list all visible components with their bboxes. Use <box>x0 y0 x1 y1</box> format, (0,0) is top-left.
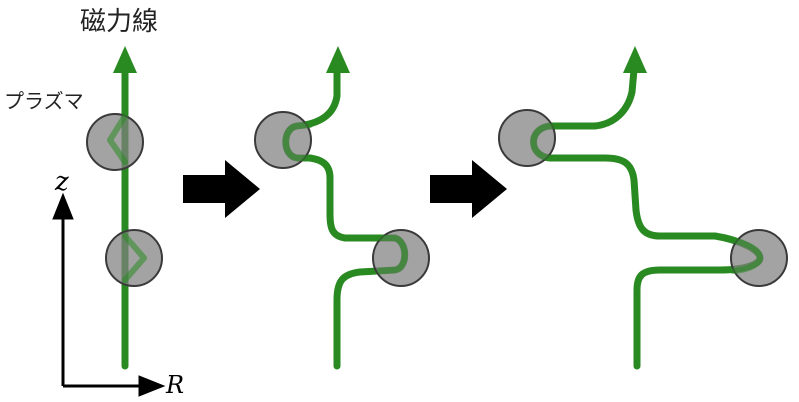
field-line-inside <box>730 237 763 274</box>
plasma-blob <box>105 229 163 287</box>
panel-middle <box>254 46 430 370</box>
panel-initial <box>86 46 163 370</box>
transition-arrow-1 <box>183 160 260 218</box>
field-line-inside <box>377 235 408 274</box>
field-line-label: 磁力線 <box>80 7 158 37</box>
plasma-blob <box>86 113 144 171</box>
field-line-2 <box>282 46 409 370</box>
panel-final <box>498 46 788 370</box>
z-axis-label: z <box>54 167 69 197</box>
field-line-3 <box>530 46 764 370</box>
transition-arrow-2 <box>430 160 507 218</box>
field-line-1 <box>113 46 137 370</box>
coordinate-axes: z R <box>52 167 184 399</box>
r-axis-label: R <box>165 371 184 399</box>
field-line-inside <box>282 122 313 161</box>
field-line-inside <box>530 123 558 161</box>
field-line-inside <box>122 233 147 283</box>
plasma-label: プラズマ <box>4 89 84 113</box>
field-line-inside <box>107 113 128 165</box>
